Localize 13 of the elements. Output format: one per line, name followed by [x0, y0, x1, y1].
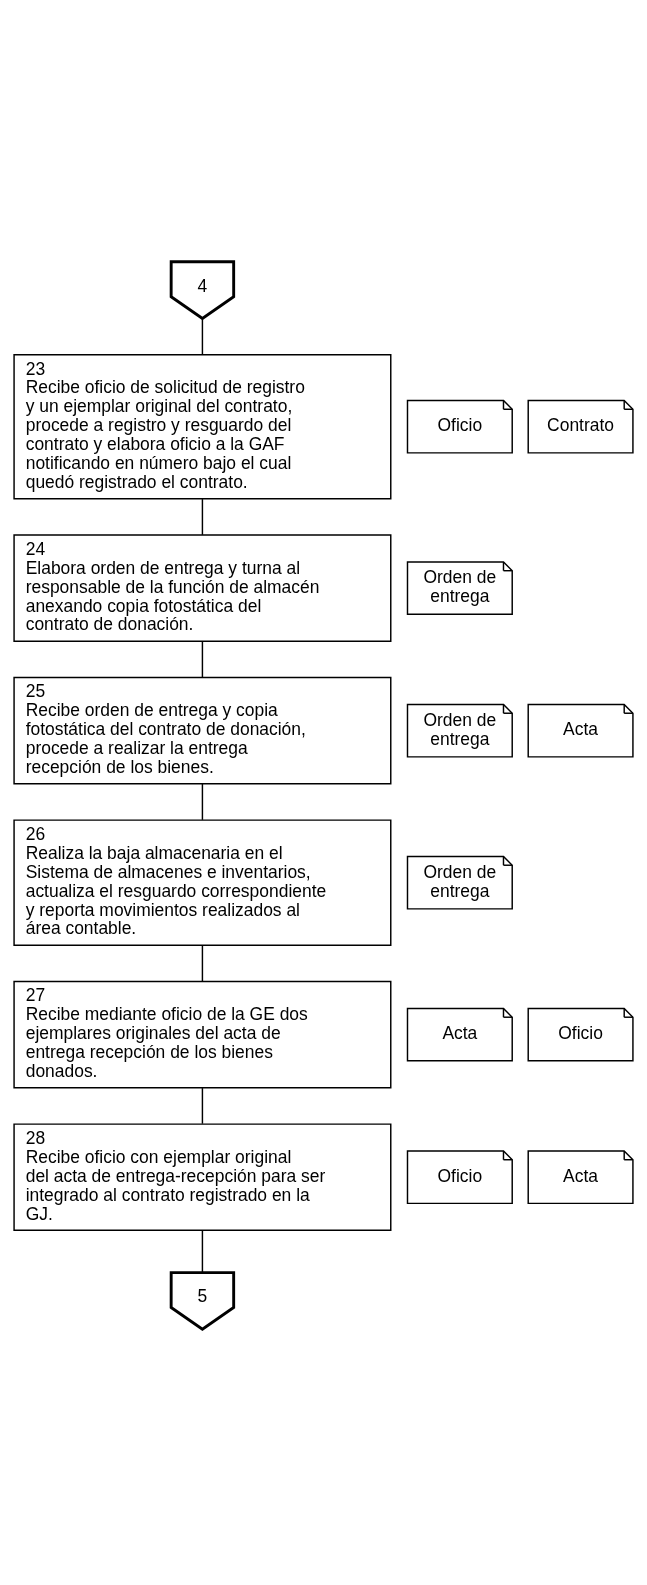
connector: [201, 318, 204, 355]
node-box: 25 Recibe orden de entrega y copia fotostática del contrato de donación, procede a realizar la entrega recepción de los bienes.: [13, 676, 392, 785]
connector: [201, 1229, 204, 1274]
node-box: 27 Recibe mediante oficio de la GE dos ejemplares originales del acta de entrega recepción de los bienes donados.: [13, 980, 392, 1089]
connector: [201, 944, 204, 983]
connector: [201, 640, 204, 678]
node-box: 24 Elabora orden de entrega y turna al responsable de la función de almacén anexando copia fotostática del contrato de donación.: [13, 534, 392, 642]
connector: [201, 783, 204, 821]
node-box: 26 Realiza la baja almacenaria en el Sistema de almacenes e inventarios, actualiza el resguardo correspondiente y reporta movimientos realizados al área contable.: [13, 819, 392, 946]
node-box: 23 Recibe oficio de solicitud de registro y un ejemplar original del contrato, procede a registro y resguardo del contrato y elabora oficio a la GAF notificando en número bajo el cual quedó registrado el contrato.: [13, 354, 392, 500]
connector: [201, 498, 204, 536]
node-box: 28 Recibe oficio con ejemplar original del acta de entrega-recepción para ser integrado al contrato registrado en la GJ.: [13, 1123, 392, 1231]
connector: [201, 1087, 204, 1125]
